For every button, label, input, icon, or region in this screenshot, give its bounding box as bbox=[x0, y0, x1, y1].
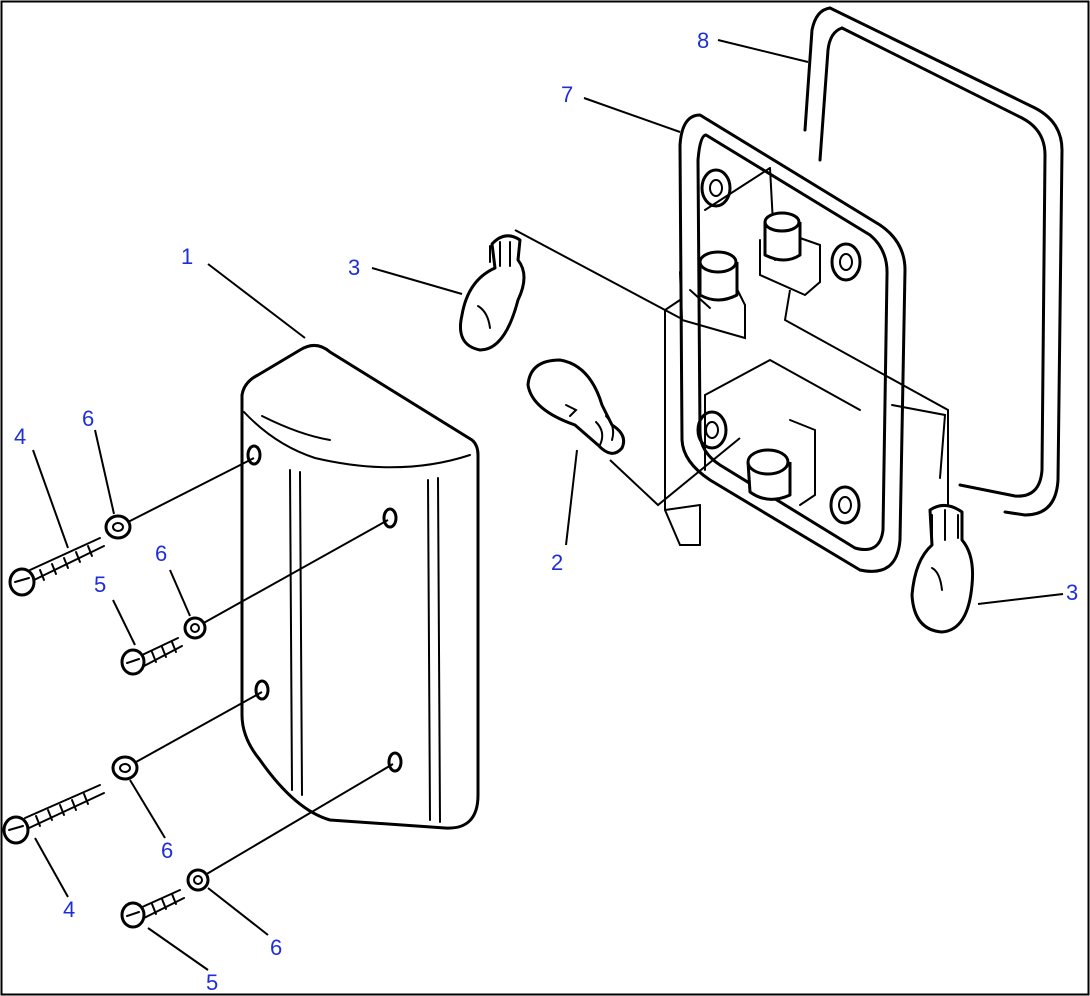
cover-hole-icon bbox=[246, 444, 262, 466]
washer-part-6-b bbox=[183, 616, 207, 640]
wiring bbox=[514, 229, 949, 508]
fastener-axes bbox=[127, 457, 394, 876]
screw-part-4-b bbox=[2, 784, 105, 845]
callout-8: 8 bbox=[697, 28, 709, 53]
screw-part-5-a bbox=[120, 637, 183, 676]
callout-6-a: 6 bbox=[82, 406, 94, 431]
socket-upper-left-icon bbox=[679, 250, 746, 340]
callout-3-upper: 3 bbox=[348, 255, 360, 280]
gasket-part-8 bbox=[803, 6, 1064, 517]
lens-cover-part-1 bbox=[240, 344, 480, 830]
bulb-part-3-lower bbox=[910, 504, 974, 634]
washer-part-6-a bbox=[104, 514, 132, 540]
callout-5-upper: 5 bbox=[94, 572, 106, 597]
callout-leaders bbox=[32, 39, 1064, 971]
callout-5-lower: 5 bbox=[206, 970, 218, 995]
callout-4-lower: 4 bbox=[63, 897, 75, 922]
callout-labels: 8 7 1 3 3 2 4 6 6 5 6 4 6 5 bbox=[14, 28, 1078, 995]
screw-part-5-b bbox=[120, 889, 185, 929]
cover-hole-icon bbox=[382, 507, 398, 529]
callout-6-c: 6 bbox=[161, 838, 173, 863]
plate-hole-icon bbox=[700, 168, 732, 208]
callout-1: 1 bbox=[181, 244, 193, 269]
callout-4-upper: 4 bbox=[14, 424, 26, 449]
plate-hole-icon bbox=[696, 410, 728, 450]
plate-hole-icon bbox=[829, 485, 861, 525]
socket-lower-icon bbox=[746, 419, 816, 506]
screw-part-4-a bbox=[8, 537, 105, 597]
callout-3-lower: 3 bbox=[1066, 580, 1078, 605]
washer-part-6-d bbox=[186, 868, 210, 892]
callout-7: 7 bbox=[561, 82, 573, 107]
callout-6-b: 6 bbox=[155, 541, 167, 566]
plate-hole-icon bbox=[830, 242, 862, 282]
callout-6-d: 6 bbox=[270, 935, 282, 960]
cover-hole-icon bbox=[387, 751, 403, 773]
cover-hole-icon bbox=[254, 679, 270, 701]
socket-upper-right-icon bbox=[759, 211, 821, 297]
bulb-part-2 bbox=[526, 358, 626, 455]
base-plate-part-7 bbox=[664, 113, 907, 573]
bulb-part-3-upper bbox=[459, 234, 526, 352]
washer-part-6-c bbox=[111, 755, 139, 781]
callout-2: 2 bbox=[551, 550, 563, 575]
